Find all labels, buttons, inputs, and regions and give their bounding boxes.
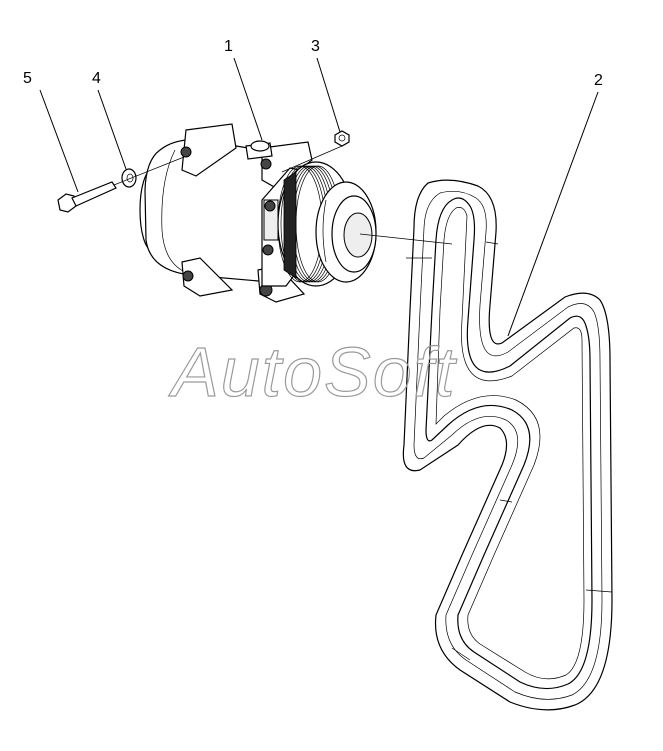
callout-4: 4 <box>92 70 101 87</box>
callout-1: 1 <box>224 38 233 55</box>
callout-2: 2 <box>594 72 603 89</box>
watermark-logo: AutoSoft <box>168 333 457 411</box>
bolt[interactable] <box>57 156 185 213</box>
callout-5: 5 <box>23 70 32 87</box>
compressor-pulley <box>277 161 377 287</box>
washer[interactable] <box>121 168 137 188</box>
callout-3: 3 <box>311 38 320 55</box>
nut[interactable] <box>281 130 350 173</box>
leader-lines <box>39 57 599 337</box>
alignment-line <box>359 233 453 245</box>
drive-belt[interactable] <box>402 179 613 711</box>
